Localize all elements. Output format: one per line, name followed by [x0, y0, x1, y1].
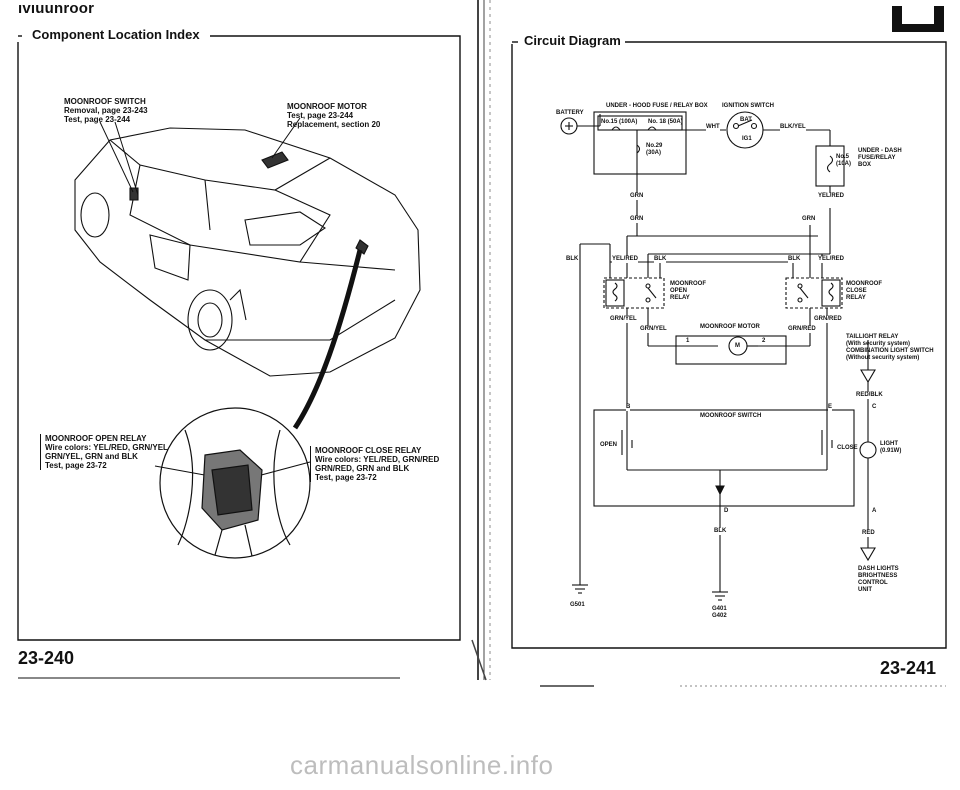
relay-detail-circle — [159, 407, 311, 559]
lbl-blk-far-left: BLK — [566, 256, 579, 262]
lbl-yel-red-left: YEL/RED — [612, 256, 639, 263]
left-page-number: 23-240 — [18, 648, 75, 668]
lbl-fuse-5: No.5 (10A) — [836, 154, 852, 167]
lbl-bat: BAT — [740, 117, 752, 123]
callout-moonroof-motor: MOONROOF MOTOR Test, page 23-244 Replace… — [287, 102, 380, 129]
lbl-blk-left: BLK — [654, 256, 667, 263]
lbl-blk-bottom: BLK — [714, 528, 727, 535]
left-section-title: Component Location Index — [28, 27, 204, 42]
motor-line-1: Test, page 23-244 — [287, 111, 354, 120]
open-relay-name: MOONROOF OPEN RELAY — [45, 434, 147, 443]
lbl-grn-top: GRN — [630, 193, 644, 200]
lbl-grn-red-1: GRN/RED — [788, 326, 816, 333]
lbl-red-blk: RED/BLK — [856, 392, 883, 399]
corner-tab-mark — [892, 6, 944, 32]
lbl-wht: WHT — [706, 124, 720, 131]
callout-close-relay: MOONROOF CLOSE RELAY Wire colors: YEL/RE… — [310, 446, 439, 482]
lbl-grn-yel-2: GRN/YEL — [640, 326, 667, 333]
lbl-close: CLOSE — [837, 445, 858, 451]
lbl-d: D — [724, 508, 729, 514]
lbl-ignition-switch: IGNITION SWITCH — [722, 103, 774, 109]
left-header-title: ıvıuunroor — [18, 0, 95, 17]
switch-line-1: Removal, page 23-243 — [64, 106, 148, 115]
callout-open-relay: MOONROOF OPEN RELAY Wire colors: YEL/RED… — [40, 434, 168, 470]
lbl-blk-right: BLK — [788, 256, 801, 263]
motor-line-2: Replacement, section 20 — [287, 120, 381, 129]
lbl-moonroof-switch: MOONROOF SWITCH — [700, 413, 762, 419]
lbl-g501: G501 — [570, 602, 585, 608]
car-illustration — [74, 127, 421, 377]
circuit-wiring — [560, 111, 877, 601]
lbl-open: OPEN — [600, 442, 618, 448]
lbl-motor: MOONROOF MOTOR — [700, 324, 760, 330]
lbl-blk-yel: BLK/YEL — [780, 124, 806, 131]
lbl-fuse-29: No.29 (30A) — [646, 143, 663, 156]
lbl-dash-unit: DASH LIGHTS BRIGHTNESS CONTROL UNIT — [858, 566, 899, 593]
switch-line-2: Test, page 23-244 — [64, 115, 131, 124]
lbl-g401: G401 G402 — [712, 606, 727, 619]
callout-moonroof-switch: MOONROOF SWITCH Removal, page 23-243 Tes… — [64, 97, 148, 124]
binding-gutter — [471, 0, 491, 681]
lbl-close-relay: MOONROOF CLOSE RELAY — [846, 281, 882, 301]
lbl-a: A — [872, 508, 877, 514]
right-section-title: Circuit Diagram — [520, 33, 625, 48]
lbl-fuse-18: No. 18 (50A) — [648, 119, 683, 125]
lbl-fuse-15: No.15 (100A) — [601, 119, 638, 125]
lbl-light: LIGHT (0.91W) — [880, 441, 902, 454]
lbl-grn-yel-1: GRN/YEL — [610, 316, 637, 323]
close-relay-line-2: GRN/RED, GRN and BLK — [315, 464, 410, 473]
lbl-underdash-box: UNDER - DASH FUSE/RELAY BOX — [858, 148, 902, 168]
right-page-number: 23-241 — [880, 658, 937, 678]
open-relay-line-3: Test, page 23-72 — [45, 461, 107, 470]
lbl-b: B — [626, 404, 631, 411]
lbl-grn-right: GRN — [802, 216, 816, 223]
lbl-open-relay: MOONROOF OPEN RELAY — [670, 281, 706, 301]
right-frame — [511, 41, 947, 687]
left-frame — [17, 35, 461, 679]
lbl-pin-1: 1 — [686, 338, 690, 344]
lbl-underhood-box: UNDER - HOOD FUSE / RELAY BOX — [606, 103, 708, 109]
lbl-c: C — [872, 404, 877, 411]
callout-leaders — [99, 117, 363, 479]
lbl-ig1: IG1 — [742, 136, 752, 142]
motor-name: MOONROOF MOTOR — [287, 102, 367, 111]
lbl-yel-red-top: YEL/RED — [818, 193, 845, 200]
lbl-taillight-relay: TAILLIGHT RELAY (With security system) C… — [846, 334, 934, 361]
lbl-pin-2: 2 — [762, 338, 766, 344]
watermark: carmanualsonline.info — [290, 750, 554, 780]
switch-name: MOONROOF SWITCH — [64, 97, 146, 106]
open-relay-line-1: Wire colors: YEL/RED, GRN/YEL — [45, 443, 168, 452]
open-relay-line-2: GRN/YEL, GRN and BLK — [45, 452, 138, 461]
lbl-grn-left: GRN — [630, 216, 644, 223]
lbl-yel-red-right: YEL/RED — [818, 256, 845, 263]
close-relay-line-1: Wire colors: YEL/RED, GRN/RED — [315, 455, 440, 464]
lbl-e: E — [828, 404, 833, 411]
lbl-red: RED — [862, 530, 875, 537]
lbl-motor-m: M — [735, 343, 740, 349]
close-relay-line-3: Test, page 23-72 — [315, 473, 377, 482]
close-relay-name: MOONROOF CLOSE RELAY — [315, 446, 422, 455]
lbl-grn-red-2: GRN/RED — [814, 316, 842, 323]
lbl-battery: BATTERY — [556, 110, 584, 116]
